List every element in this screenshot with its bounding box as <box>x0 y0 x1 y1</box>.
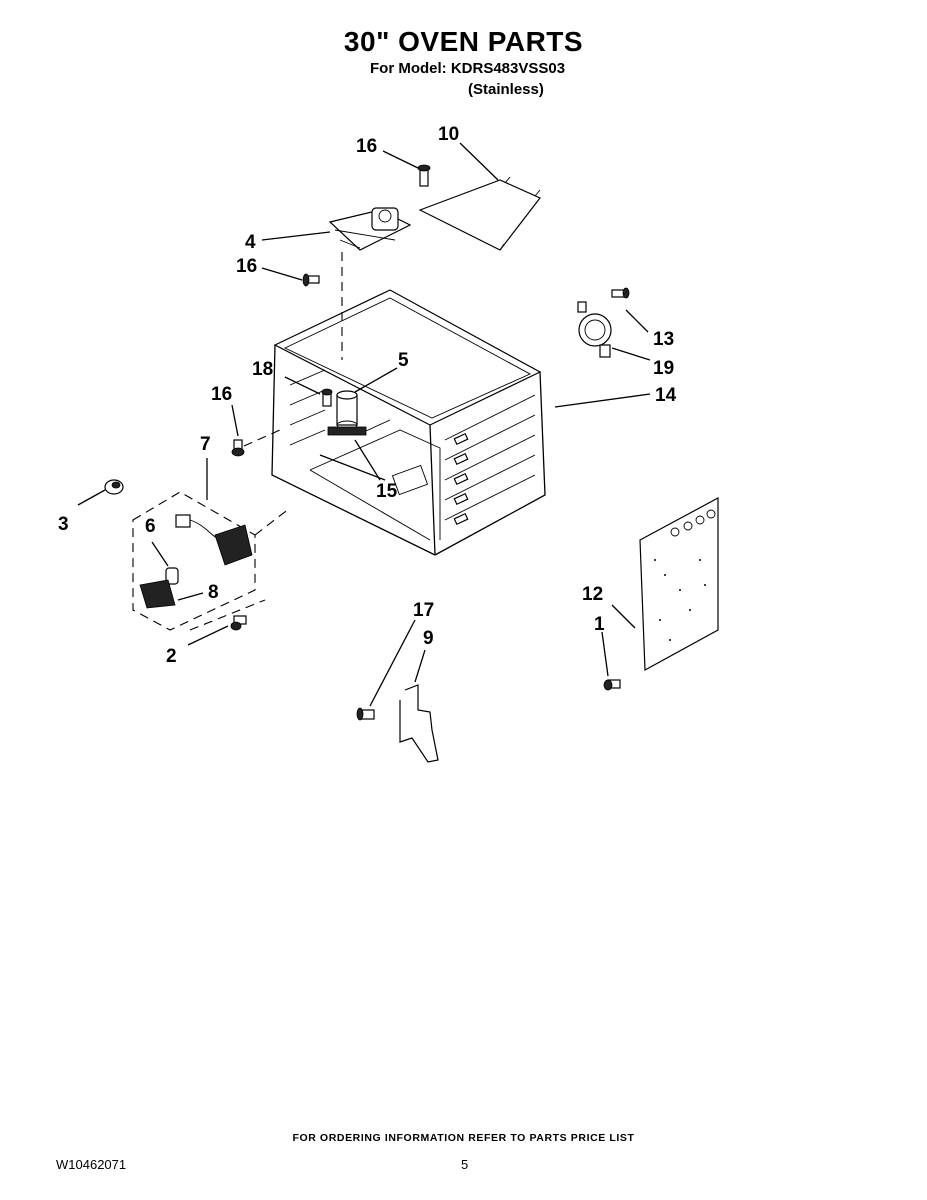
leader-lines <box>77 142 651 707</box>
callout-16: 16 <box>236 256 257 277</box>
callout-13: 13 <box>653 329 674 350</box>
callout-16: 16 <box>211 384 232 405</box>
part-4-motor-assembly <box>328 207 412 251</box>
callout-16: 16 <box>356 136 377 157</box>
part-9-bracket <box>399 684 439 763</box>
part-12-panel <box>639 496 719 671</box>
ordering-note: FOR ORDERING INFORMATION REFER TO PARTS … <box>292 1132 635 1144</box>
callout-1: 1 <box>594 614 605 635</box>
callout-7: 7 <box>200 434 211 455</box>
part-7-light-assembly <box>132 491 291 631</box>
callout-3: 3 <box>58 514 69 535</box>
part-6-socket <box>165 514 253 585</box>
part-19-thermostat <box>577 301 612 358</box>
part-10-plate <box>418 176 541 251</box>
callout-5: 5 <box>398 350 409 371</box>
part-3-screw <box>104 479 124 495</box>
callouts: 16 10 4 16 5 18 16 7 3 6 8 2 13 19 14 15… <box>58 124 677 667</box>
callout-9: 9 <box>423 628 434 649</box>
callout-4: 4 <box>245 232 256 253</box>
callout-18: 18 <box>252 359 273 380</box>
document-number: W10462071 <box>56 1157 127 1172</box>
callout-17: 17 <box>413 600 434 621</box>
callout-12: 12 <box>582 584 603 605</box>
model-number: For Model: KDRS483VSS03 <box>370 60 566 77</box>
page-title: 30" OVEN PARTS <box>343 26 584 57</box>
callout-8: 8 <box>208 582 219 603</box>
part-17-screw <box>356 707 375 721</box>
part-16-screw-top <box>417 164 431 187</box>
callout-14: 14 <box>655 385 677 406</box>
part-1-screw <box>603 679 621 691</box>
callout-10: 10 <box>438 124 459 145</box>
callout-2: 2 <box>166 646 177 667</box>
page-number: 5 <box>461 1157 469 1172</box>
callout-6: 6 <box>145 516 156 537</box>
finish-label: (Stainless) <box>468 81 544 98</box>
callout-15: 15 <box>376 481 398 502</box>
callout-19: 19 <box>653 358 674 379</box>
part-5-element <box>327 390 391 436</box>
part-16-screw-mid <box>302 273 320 287</box>
part-18-screw <box>321 388 333 407</box>
part-13-screw <box>611 287 630 299</box>
part-14-oven-cavity <box>271 289 546 556</box>
part-2-screw <box>230 615 247 631</box>
part-16-screw-left <box>231 439 245 457</box>
part-8-lens <box>139 579 176 609</box>
